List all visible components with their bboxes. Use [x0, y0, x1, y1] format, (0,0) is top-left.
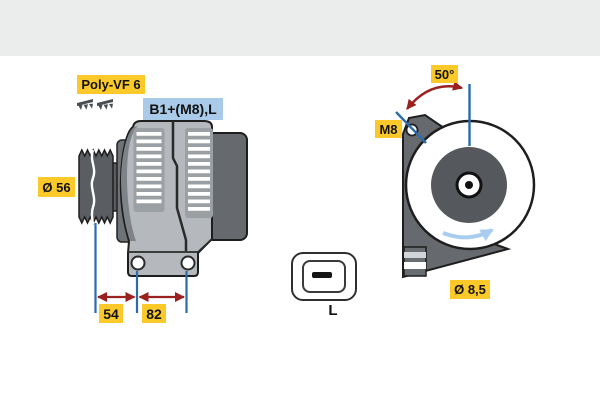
terminal-spec-label: B1+(M8),L: [143, 98, 223, 120]
dimension-54-label: 54: [99, 304, 123, 323]
pulley-body: [78, 148, 114, 225]
swing-angle-label: 50°: [431, 65, 458, 83]
background-band: [0, 0, 600, 56]
cooling-fins-right: [188, 132, 210, 211]
bolt-size-label: M8: [375, 120, 402, 138]
front-view: [395, 80, 536, 279]
vent-stripes: [403, 246, 427, 277]
pulley: [78, 148, 114, 225]
cooling-fins-left: [136, 132, 162, 204]
rotation-direction-arrow-icon: [442, 228, 494, 242]
ribbed-belt-profile-icon: [97, 99, 113, 110]
belt-ribs: [98, 103, 113, 110]
connector-terminal-pin: [312, 272, 332, 278]
pulley-break-line: [90, 149, 96, 225]
belt-ribs: [78, 103, 93, 110]
connector-terminal-label: L: [328, 301, 338, 319]
stripe-block: [403, 246, 427, 277]
front-rim-shading: [121, 126, 138, 241]
reference-line-bolt-axis: [395, 111, 427, 144]
mount-hole-front: [130, 255, 146, 271]
stripe-white: [404, 262, 426, 269]
housing-split-line: [171, 121, 188, 251]
stripe-light: [404, 252, 426, 258]
mounting-foot: [128, 238, 213, 271]
side-view: [77, 99, 248, 313]
belt-type-label: Poly-VF 6: [77, 75, 145, 94]
shaft-center: [465, 181, 473, 189]
ribbed-belt-profile-icon: [77, 99, 93, 110]
swing-angle-arc: [406, 80, 463, 110]
pulley-diameter-label: Ø 56: [38, 177, 75, 197]
mount-hole-diameter-label: Ø 8,5: [450, 280, 490, 299]
dimension-lines: [94, 223, 188, 313]
foot-diagonal-edge: [197, 238, 213, 253]
dimension-82-label: 82: [142, 304, 166, 323]
belt-back: [97, 99, 113, 106]
mount-hole-rear: [180, 255, 196, 271]
belt-back: [77, 99, 93, 106]
